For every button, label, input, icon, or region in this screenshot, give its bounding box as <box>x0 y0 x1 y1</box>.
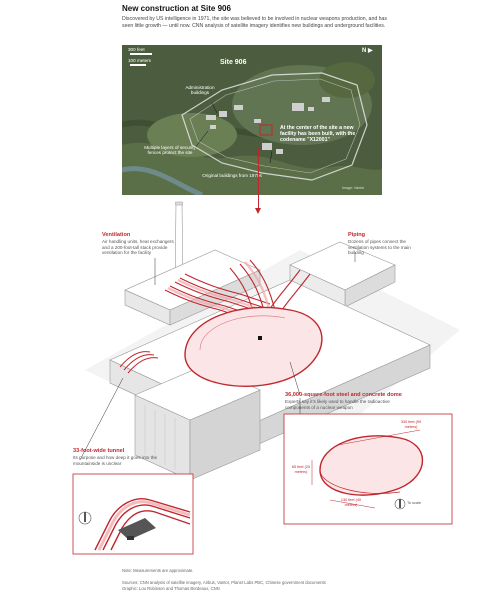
north-label: N <box>362 48 367 54</box>
center-facility-label: At the center of the site a new facility… <box>280 125 362 143</box>
piping-heading: Piping <box>348 232 366 238</box>
scale-meters-label: 100 meters <box>128 58 151 63</box>
ventilation-heading: Ventilation <box>102 232 131 238</box>
image-credit: Image: Vantor <box>342 186 365 190</box>
to-scale-label: To scale <box>407 501 421 505</box>
satellite-terrain <box>122 45 382 195</box>
width-measurement: 130 feet (40 meters) <box>340 498 362 507</box>
ventilation-callout: Ventilation Air handling units, heat exc… <box>102 232 182 256</box>
pointer-arrow-line <box>258 148 260 210</box>
callout-leaders <box>79 252 356 461</box>
tunnel-inset <box>72 473 194 555</box>
length-measurement: 330 feet (99 meters) <box>400 420 422 429</box>
ventilation-body: Air handling units, heat exchangers and … <box>102 239 174 256</box>
piping-building <box>289 241 396 308</box>
north-indicator: N ▶ <box>362 48 373 54</box>
tunnel-callout: 33-foot-wide tunnel Its purpose and how … <box>73 448 158 466</box>
page-title: New construction at Site 906 <box>122 4 231 13</box>
footer-sources: Sources: CNN analysis of satellite image… <box>122 580 326 585</box>
intro-paragraph: Discovered by US intelligence in 1971, t… <box>122 16 388 29</box>
original-buildings-label: Original buildings from 1970s <box>202 173 262 178</box>
site-label: Site 906 <box>220 59 247 66</box>
center-facility-text: At the center of the site a new facility… <box>280 125 356 143</box>
north-arrow-icon: ▶ <box>368 48 373 54</box>
tunnel-body: Its purpose and how deep it goes into th… <box>73 455 158 466</box>
piping-callout: Piping Dozens of pipes connect the venti… <box>348 232 413 256</box>
satellite-image: 300 feet 100 meters N ▶ Site 906 Adminis… <box>122 45 382 195</box>
height-measurement: 65 feet (20 meters) <box>291 465 311 474</box>
dome-callout: 36,000-square-foot steel and concrete do… <box>285 392 415 410</box>
dome-body: Experts say it's likely used to handle t… <box>285 399 390 410</box>
building-windows <box>144 405 176 470</box>
dome-inset <box>283 413 453 525</box>
scale-feet-label: 300 feet <box>128 47 145 52</box>
pointer-arrow-icon <box>255 208 261 214</box>
tunnel-heading: 33-foot-wide tunnel <box>73 448 125 454</box>
dome <box>184 306 323 387</box>
footer-note: Note: Measurements are approximate. <box>122 568 194 573</box>
dome-heading: 36,000-square-foot steel and concrete do… <box>285 392 402 398</box>
footer-graphic: Graphic: Lou Robinson and Thomas Bordeau… <box>122 586 220 591</box>
facility-codename: "X12001" <box>307 137 330 143</box>
security-fences-label: Multiple layers of security fences prote… <box>144 145 196 156</box>
tunnel <box>119 351 159 374</box>
piping-body: Dozens of pipes connect the ventilation … <box>348 239 411 256</box>
admin-buildings-label: Administration buildings <box>185 85 215 96</box>
